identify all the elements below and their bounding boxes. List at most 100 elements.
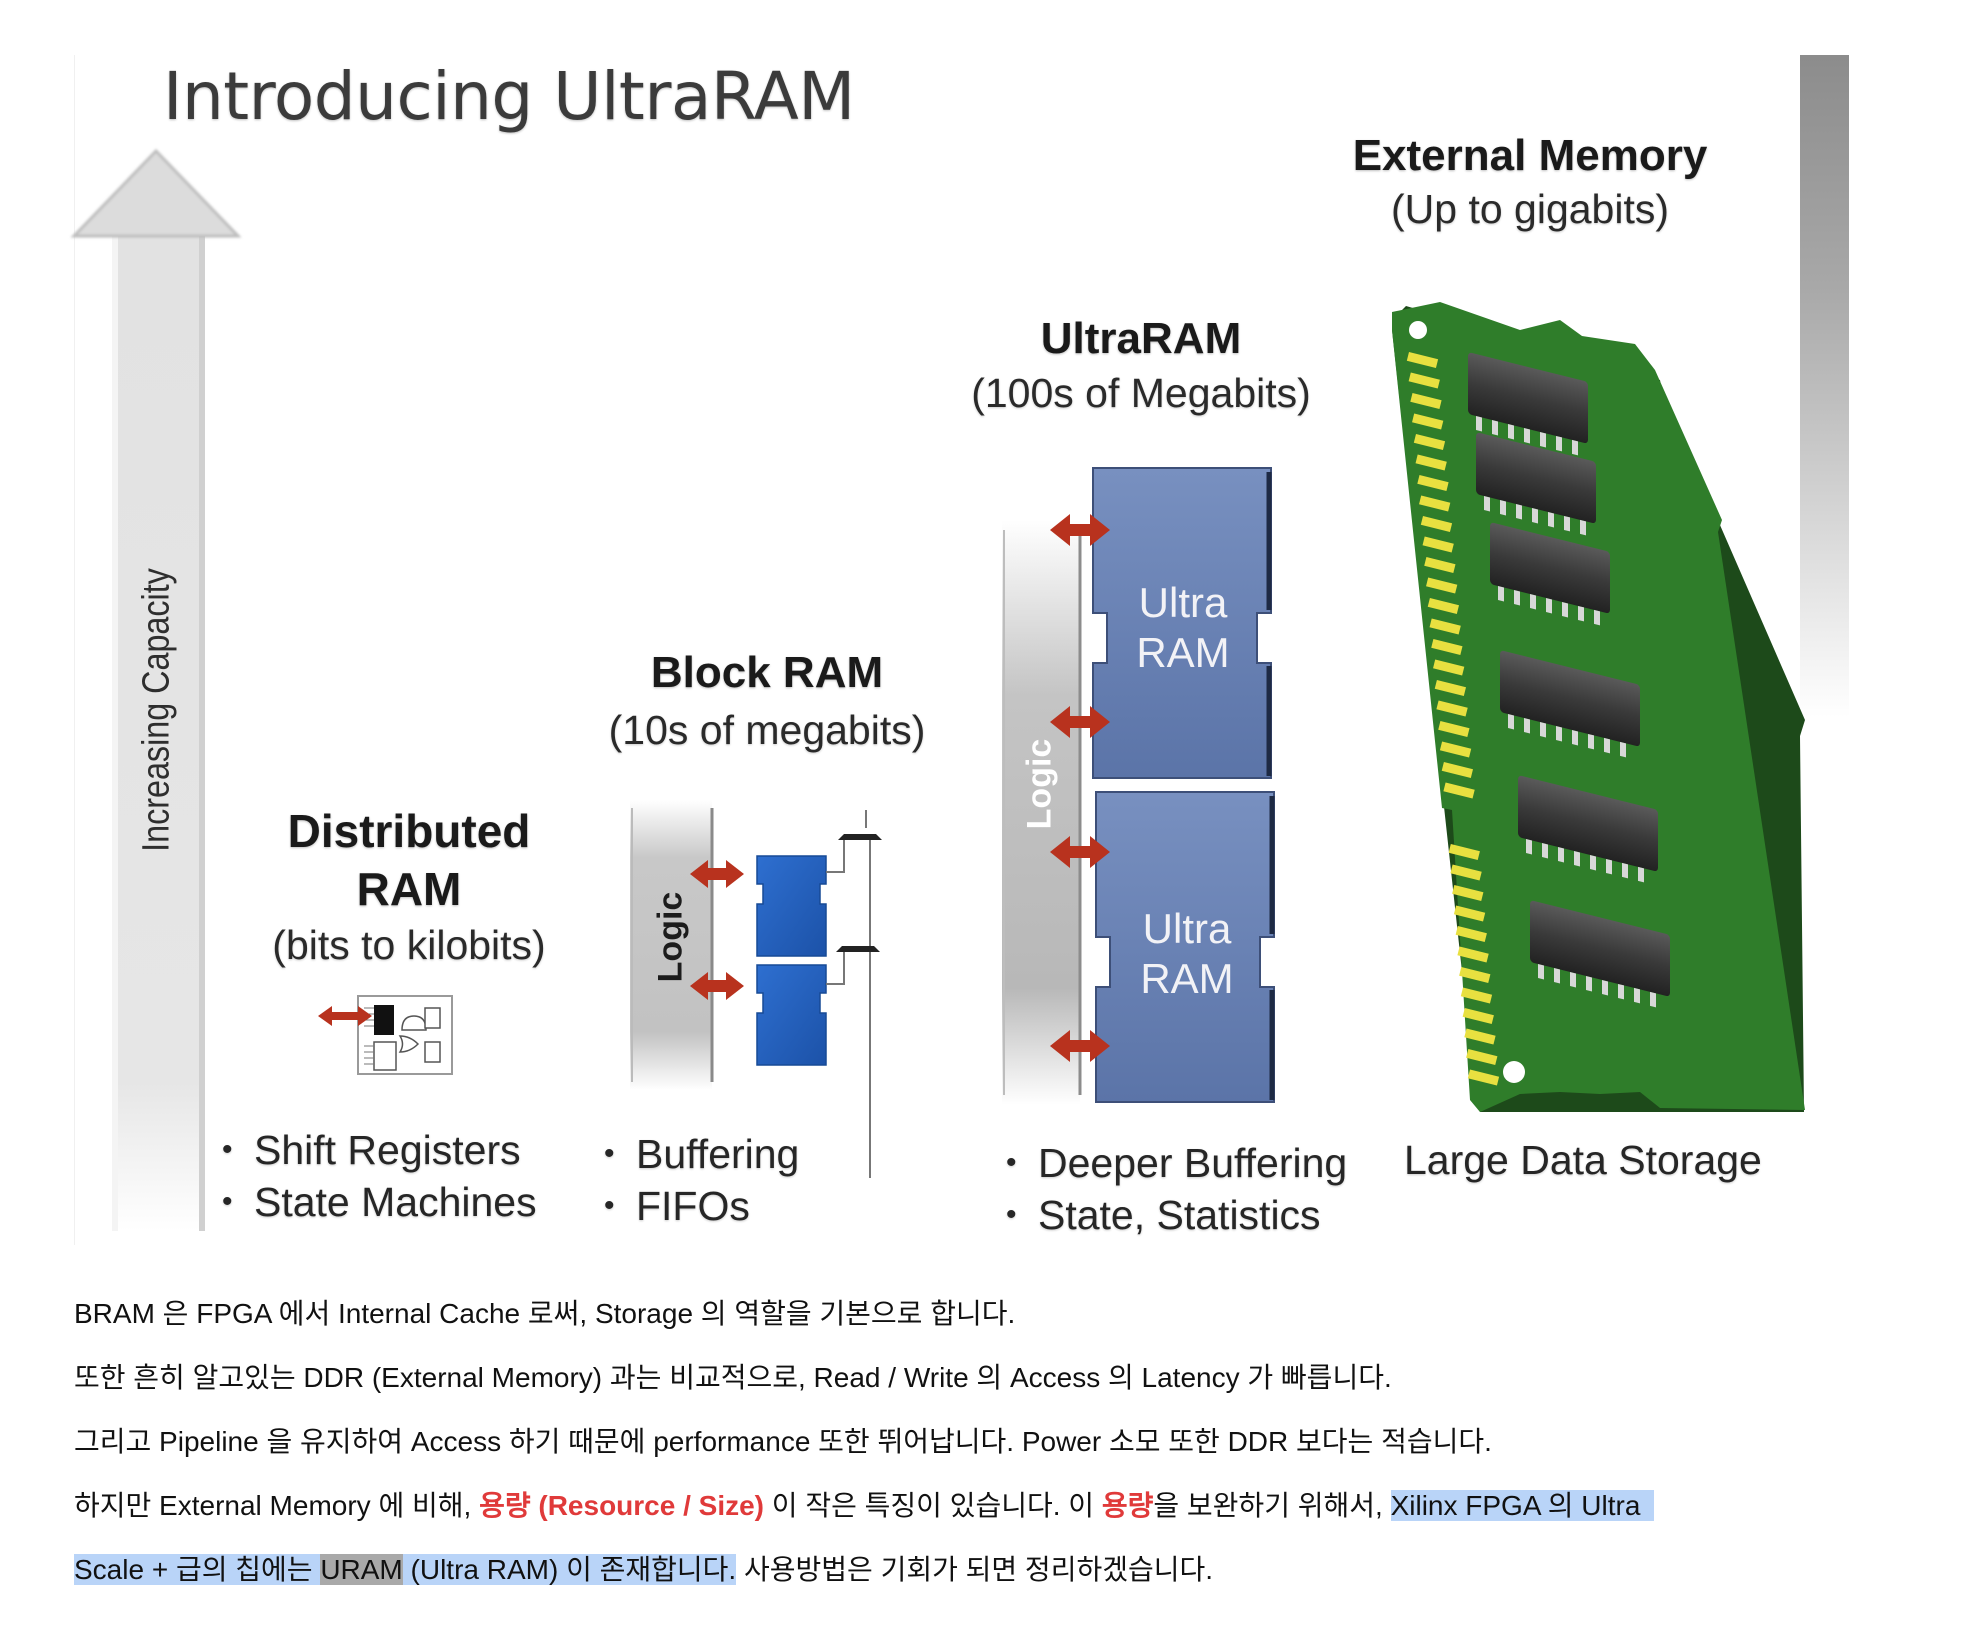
distributed-ram-title-line2: RAM bbox=[356, 863, 462, 915]
gold-contact bbox=[1431, 639, 1463, 655]
uram-block-1-label: Ultra RAM bbox=[1136, 578, 1229, 678]
chip-pin bbox=[1650, 991, 1656, 1008]
bullet-icon: • bbox=[222, 1185, 233, 1218]
chip-pin bbox=[1500, 499, 1506, 516]
uram-label-line1: Ultra bbox=[1138, 579, 1228, 626]
chip-pin bbox=[1604, 737, 1610, 754]
gradient-side-bar bbox=[1800, 55, 1849, 717]
external-memory-title: External Memory bbox=[1352, 131, 1708, 180]
gold-contact bbox=[1420, 516, 1453, 532]
chip-pin bbox=[1538, 963, 1544, 980]
chip-pin bbox=[1516, 503, 1522, 520]
gold-contact bbox=[1415, 454, 1447, 471]
gold-contact bbox=[1408, 372, 1440, 389]
uram-logic-label: Logic bbox=[1020, 738, 1059, 830]
bullet-icon: • bbox=[604, 1189, 615, 1222]
use-item: •State Machines bbox=[222, 1176, 537, 1228]
chip-pin bbox=[1622, 862, 1628, 879]
chip-pin bbox=[1498, 585, 1504, 602]
use-item: •Shift Registers bbox=[222, 1124, 537, 1176]
chip-pin bbox=[1476, 415, 1482, 432]
chip-pin bbox=[1540, 721, 1546, 738]
gold-contact bbox=[1443, 782, 1475, 799]
chip-pin bbox=[1546, 597, 1552, 614]
uram-block-2 bbox=[1095, 791, 1275, 1103]
bram-block-2 bbox=[756, 964, 827, 1066]
selected-text[interactable]: Scale + 급의 칩에는 URAM (Ultra RAM) 이 존재합니다. bbox=[74, 1554, 737, 1585]
paragraph-line-2: 또한 흔히 알고있는 DDR (External Memory) 과는 비교적으… bbox=[74, 1362, 1392, 1393]
chip-pin bbox=[1558, 846, 1564, 863]
use-text: Buffering bbox=[636, 1131, 800, 1177]
chip-pin bbox=[1514, 589, 1520, 606]
ultraram-uses: •Deeper Buffering •State, Statistics bbox=[1006, 1137, 1347, 1241]
chip-pin bbox=[1606, 858, 1612, 875]
chip-pin bbox=[1524, 427, 1530, 444]
bram-circuit-lines bbox=[826, 810, 871, 1178]
gold-contact bbox=[1460, 987, 1493, 1004]
gold-contact bbox=[1434, 679, 1467, 696]
paragraph-line-3: 그리고 Pipeline 을 유지하여 Access 하기 때문에 perfor… bbox=[74, 1426, 1492, 1457]
chip-pin bbox=[1532, 507, 1538, 524]
gold-contact bbox=[1436, 700, 1468, 717]
distributed-ram-uses: •Shift Registers •State Machines bbox=[222, 1124, 537, 1228]
capacity-arrow bbox=[70, 148, 242, 1231]
gold-contact bbox=[1464, 1028, 1496, 1045]
gold-contact bbox=[1410, 393, 1442, 409]
bram-logic-bar bbox=[630, 800, 712, 1090]
chip-pin bbox=[1554, 967, 1560, 984]
chip-pin bbox=[1564, 515, 1570, 532]
selected-uram-term[interactable]: URAM bbox=[320, 1554, 403, 1585]
uram-label-line2: RAM bbox=[1140, 955, 1234, 1002]
chip-pin bbox=[1618, 983, 1624, 1000]
gold-contact bbox=[1426, 577, 1458, 594]
selected-text[interactable]: Xilinx FPGA 의 Ultra bbox=[1390, 1490, 1655, 1521]
chip-pin bbox=[1548, 511, 1554, 528]
paragraph-line-4: 하지만 External Memory 에 비해, 용량 (Resource /… bbox=[74, 1474, 1934, 1538]
use-text: FIFOs bbox=[636, 1183, 750, 1229]
bullet-icon: • bbox=[604, 1137, 615, 1170]
gold-contact bbox=[1439, 741, 1472, 758]
chip-pin bbox=[1594, 609, 1600, 626]
bram-arrow-1 bbox=[690, 860, 744, 888]
chip-pin bbox=[1524, 717, 1530, 734]
use-item: Large Data Storage bbox=[1404, 1134, 1762, 1186]
text-span: (Ultra RAM) 이 존재합니다. bbox=[402, 1554, 737, 1585]
arrow-shaft-edge-right bbox=[199, 236, 205, 1231]
chip-pin bbox=[1638, 866, 1644, 883]
memory-chip bbox=[1530, 900, 1670, 1008]
chip-pin bbox=[1530, 593, 1536, 610]
gold-contact bbox=[1452, 885, 1484, 901]
arrow-head bbox=[70, 148, 242, 238]
uram-arrow-4 bbox=[1050, 1030, 1110, 1062]
use-item: •Deeper Buffering bbox=[1006, 1137, 1347, 1189]
bullet-icon: • bbox=[1006, 1198, 1017, 1231]
dimm-hole-top bbox=[1409, 321, 1427, 339]
block-ram-capacity: (10s of megabits) bbox=[608, 707, 926, 753]
gold-contact bbox=[1422, 536, 1454, 553]
memory-chip bbox=[1468, 352, 1588, 456]
memory-chip bbox=[1490, 522, 1610, 626]
chip-pin bbox=[1620, 741, 1626, 758]
emphasis-capacity: 용량 bbox=[1101, 1490, 1154, 1521]
bram-transistors bbox=[836, 834, 882, 952]
bram-block-1 bbox=[756, 855, 827, 957]
gold-contact bbox=[1467, 1069, 1500, 1086]
chip-pin bbox=[1508, 713, 1514, 730]
chip-pin bbox=[1602, 979, 1608, 996]
text-span: 하지만 External Memory 에 비해, bbox=[74, 1490, 480, 1521]
uram-block-1 bbox=[1092, 467, 1272, 779]
chip-pin bbox=[1556, 725, 1562, 742]
distributed-ram-capacity: (bits to kilobits) bbox=[272, 922, 546, 968]
gold-contact bbox=[1466, 1049, 1498, 1065]
chip-pin bbox=[1580, 519, 1586, 536]
dram-double-arrow-icon bbox=[318, 1006, 372, 1026]
arrow-shaft-edge-left bbox=[112, 236, 118, 1231]
use-item: •State, Statistics bbox=[1006, 1189, 1347, 1241]
dimm-chips bbox=[1468, 352, 1670, 1008]
chip-pin bbox=[1484, 495, 1490, 512]
chip-pin bbox=[1572, 729, 1578, 746]
chip-pin bbox=[1526, 838, 1532, 855]
uram-block-2-label: Ultra RAM bbox=[1140, 904, 1233, 1004]
uram-arrow-2 bbox=[1050, 706, 1110, 738]
